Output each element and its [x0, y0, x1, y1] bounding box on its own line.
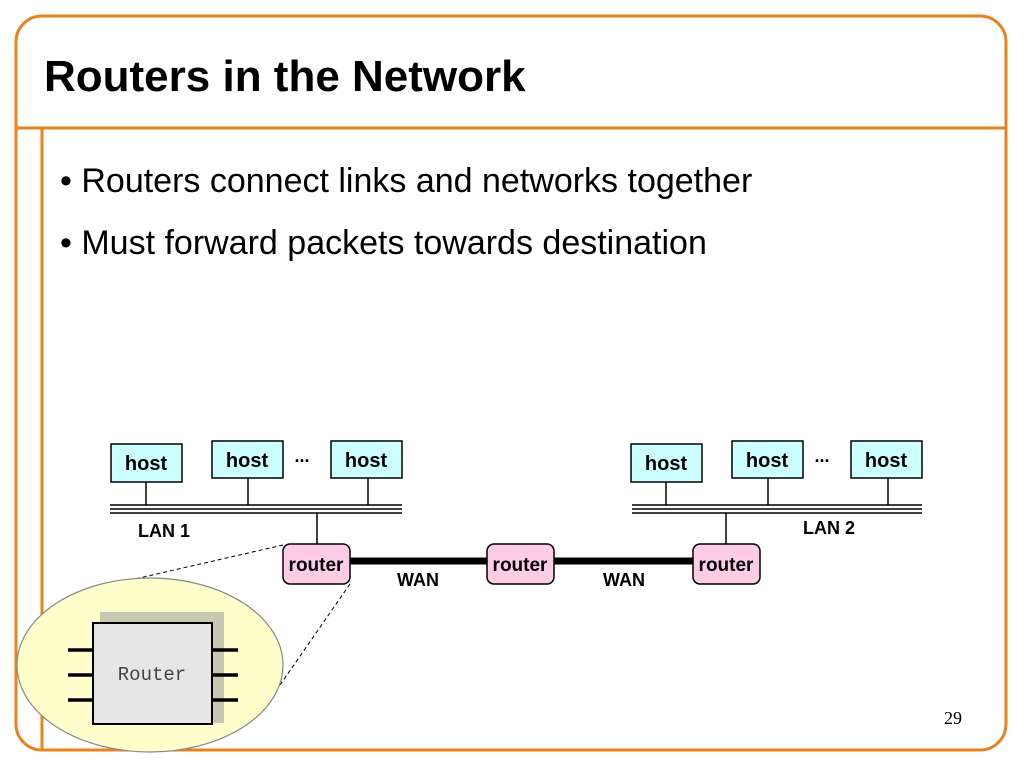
- router-label: router: [699, 555, 755, 576]
- router-1: router: [282, 543, 351, 585]
- page-number: 29: [944, 708, 962, 728]
- wan-label-1: WAN: [397, 570, 439, 590]
- slide-frame: [14, 14, 1008, 752]
- chip-label: Router: [118, 664, 186, 686]
- lan2-host-3: host: [850, 440, 923, 479]
- router-chip: [92, 622, 213, 725]
- host-label: host: [645, 453, 688, 475]
- lan2-host-1: host: [630, 443, 703, 483]
- lan2-host-2: host: [731, 440, 804, 479]
- lan1-label: LAN 1: [138, 521, 190, 541]
- lan1-host-1: host: [110, 443, 183, 483]
- router-3: router: [692, 543, 761, 585]
- bullet-1: • Routers connect links and networks tog…: [60, 162, 753, 200]
- router-label: router: [493, 555, 549, 576]
- host-label: host: [746, 450, 789, 472]
- lan1-host-3: host: [330, 440, 403, 479]
- router-2: router: [486, 543, 555, 585]
- zoom-line-bottom: [279, 583, 351, 686]
- bullet-2: • Must forward packets towards destinati…: [60, 224, 707, 262]
- chip-pins: [68, 648, 238, 702]
- lan2-label: LAN 2: [803, 518, 855, 538]
- wan-label-2: WAN: [603, 570, 645, 590]
- lan1-host-2: host: [211, 440, 284, 479]
- host-label: host: [345, 450, 388, 472]
- router-label: router: [289, 555, 345, 576]
- page-title: Routers in the Network: [44, 52, 526, 101]
- host-label: host: [865, 450, 908, 472]
- host-label: host: [226, 450, 269, 472]
- lan2-ellipsis: ...: [814, 446, 829, 466]
- lan1-ellipsis: ...: [294, 446, 309, 466]
- lan1-bus: [110, 504, 402, 514]
- lan2-bus: [632, 504, 922, 514]
- host-label: host: [125, 453, 168, 475]
